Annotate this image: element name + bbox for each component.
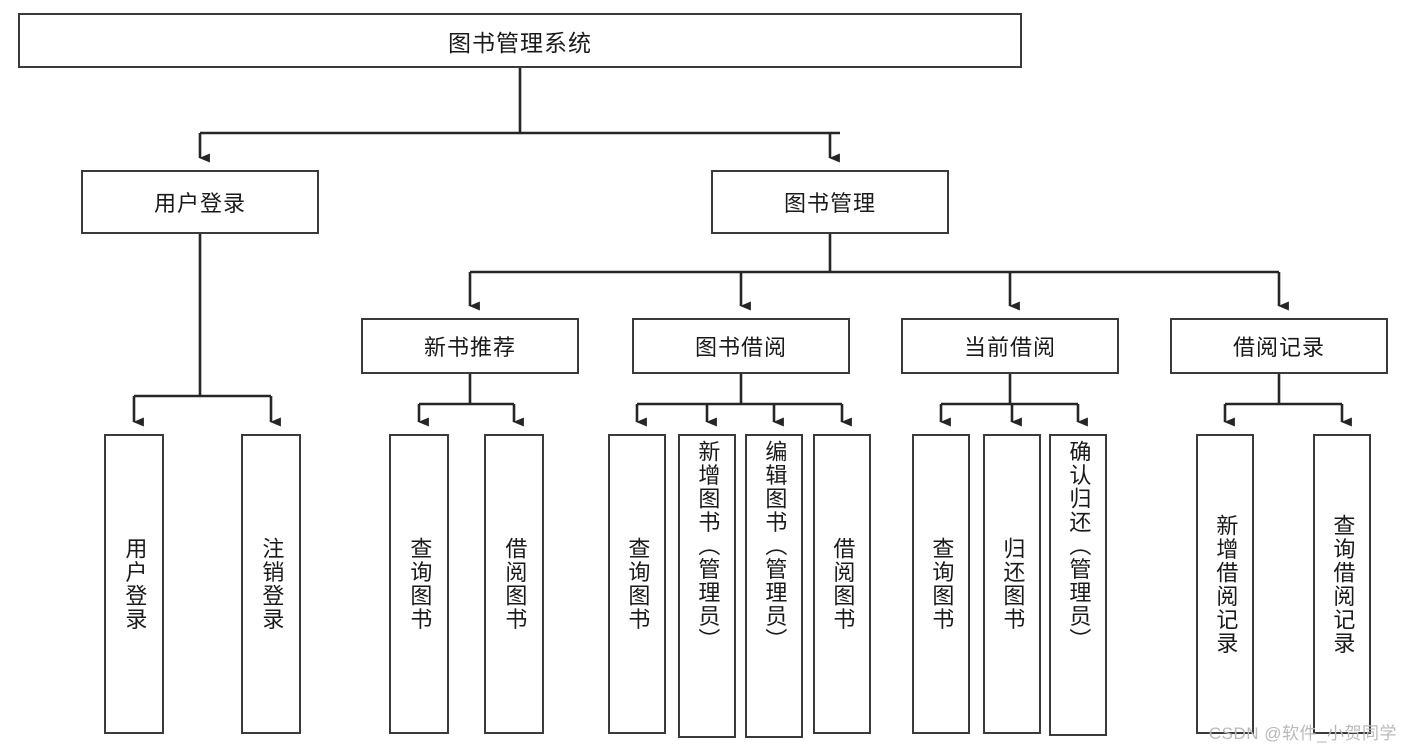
leaf-label: 查询借阅记录 [1330, 513, 1356, 655]
node-book-borrow[interactable]: 图书借阅 [632, 318, 850, 374]
node-new-book-recommend[interactable]: 新书推荐 [361, 318, 579, 374]
node-leaf-logout[interactable]: 注销登录 [241, 434, 301, 734]
node-leaf-add-record[interactable]: 新增借阅记录 [1196, 434, 1254, 734]
node-leaf-user-login[interactable]: 用户登录 [104, 434, 164, 734]
node-root[interactable]: 图书管理系统 [18, 13, 1022, 68]
node-leaf-add-book-admin[interactable]: 新增图书（管理员） [678, 434, 736, 738]
node-leaf-query-book-3[interactable]: 查询图书 [912, 434, 970, 734]
leaf-label: 查询图书 [625, 537, 651, 631]
node-borrow-record[interactable]: 借阅记录 [1170, 318, 1388, 374]
node-leaf-borrow-book-2[interactable]: 借阅图书 [813, 434, 871, 734]
leaf-label: 新增图书（管理员） [695, 440, 721, 652]
node-book-manage[interactable]: 图书管理 [711, 170, 949, 234]
node-leaf-edit-book-admin[interactable]: 编辑图书（管理员） [745, 434, 803, 738]
leaf-label: 查询图书 [407, 537, 433, 631]
node-leaf-query-book-2[interactable]: 查询图书 [608, 434, 666, 734]
node-leaf-query-book-1[interactable]: 查询图书 [389, 434, 449, 734]
node-leaf-return-book[interactable]: 归还图书 [983, 434, 1041, 734]
node-leaf-query-record[interactable]: 查询借阅记录 [1313, 434, 1371, 734]
node-leaf-confirm-return-admin[interactable]: 确认归还（管理员） [1049, 434, 1107, 736]
leaf-label: 借阅图书 [830, 537, 856, 631]
leaf-label: 注销登录 [259, 537, 285, 631]
node-current-borrow[interactable]: 当前借阅 [901, 318, 1119, 374]
leaf-label: 用户登录 [122, 537, 148, 631]
leaf-label: 归还图书 [1000, 537, 1026, 631]
watermark: CSDN @软件_小贺同学 [1208, 724, 1397, 743]
leaf-label: 查询图书 [929, 537, 955, 631]
leaf-label: 确认归还（管理员） [1066, 440, 1092, 652]
leaf-label: 借阅图书 [502, 537, 528, 631]
node-leaf-borrow-book-1[interactable]: 借阅图书 [484, 434, 544, 734]
leaf-label: 编辑图书（管理员） [762, 440, 788, 652]
node-user-login[interactable]: 用户登录 [81, 170, 319, 234]
leaf-label: 新增借阅记录 [1213, 513, 1239, 655]
